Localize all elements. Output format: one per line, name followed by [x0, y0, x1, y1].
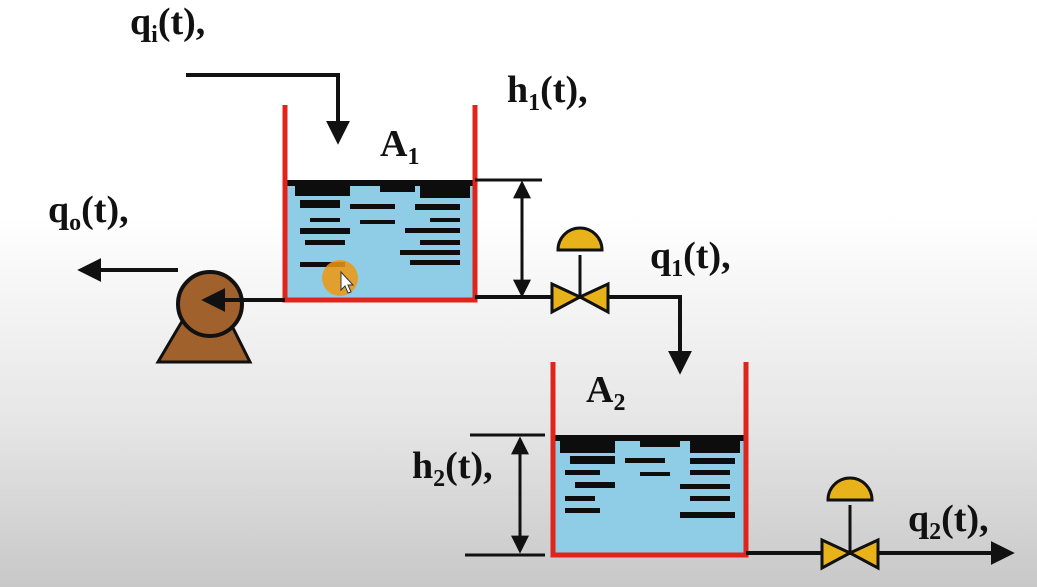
h1-dimension — [475, 178, 542, 298]
qi-label: qi(t), — [130, 1, 205, 48]
h2-dimension — [465, 433, 545, 557]
tank-2-wall — [550, 362, 749, 558]
q1-label: q1(t), — [650, 235, 731, 282]
mouse-cursor-icon — [322, 260, 358, 296]
tank-1-area-label: A1 — [380, 123, 419, 170]
tank-2-water-surface — [553, 435, 746, 518]
h1-label: h1(t), — [507, 69, 588, 116]
tank-2-area-label: A2 — [586, 369, 625, 416]
q2-label: q2(t), — [908, 498, 989, 545]
valve-icon — [550, 226, 610, 315]
inflow-pipe — [186, 73, 350, 145]
tank-1 — [282, 105, 478, 303]
tank-1-wall — [282, 105, 478, 303]
tank-1-water-surface — [285, 180, 475, 267]
tank-2 — [550, 362, 749, 558]
valve-icon — [820, 476, 880, 571]
qo-label: qo(t), — [48, 189, 129, 236]
pump-icon — [155, 270, 253, 364]
h2-label: h2(t), — [412, 445, 493, 492]
q1-pipe — [475, 295, 692, 375]
